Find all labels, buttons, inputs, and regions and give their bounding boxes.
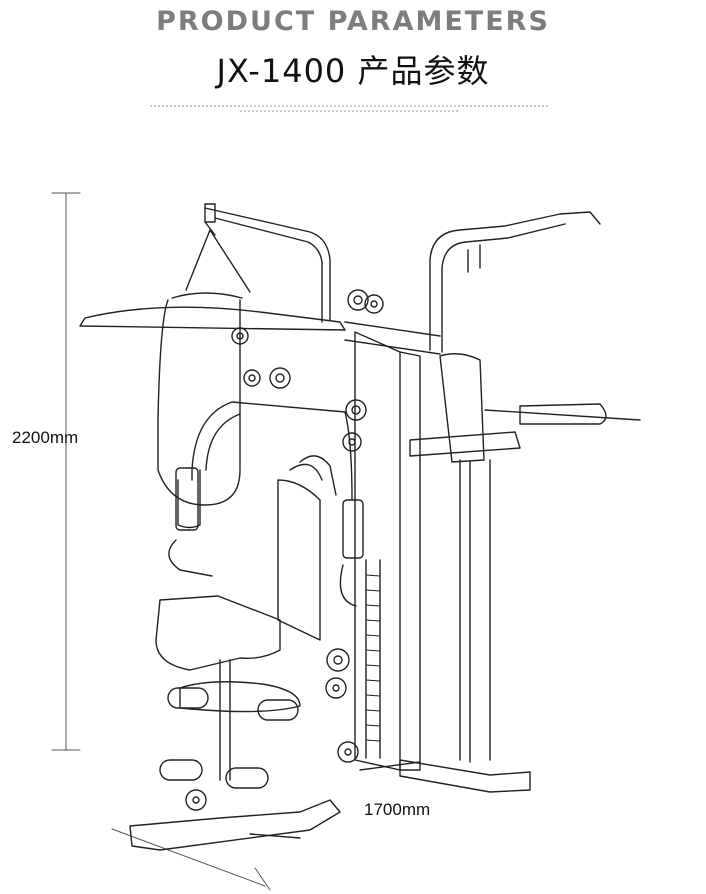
title-chinese: JX-1400 产品参数 [216, 52, 490, 90]
pulleys [185, 289, 384, 811]
weight-stack-tower [354, 331, 421, 771]
title-english: PRODUCT PARAMETERS [156, 6, 550, 37]
watermark-pattern [150, 102, 550, 120]
width-dimension-line [111, 828, 271, 891]
press-arms [168, 401, 364, 607]
base-frame [129, 759, 531, 851]
backrest-and-seat [155, 479, 321, 781]
leg-rollers [159, 687, 299, 789]
right-tower [409, 211, 641, 763]
left-frame [79, 203, 441, 355]
height-dimension-line [51, 192, 81, 751]
punching-bag [157, 221, 251, 529]
height-dimension-label: 2200mm [12, 428, 79, 447]
width-dimension-label: 1700mm [364, 800, 431, 819]
